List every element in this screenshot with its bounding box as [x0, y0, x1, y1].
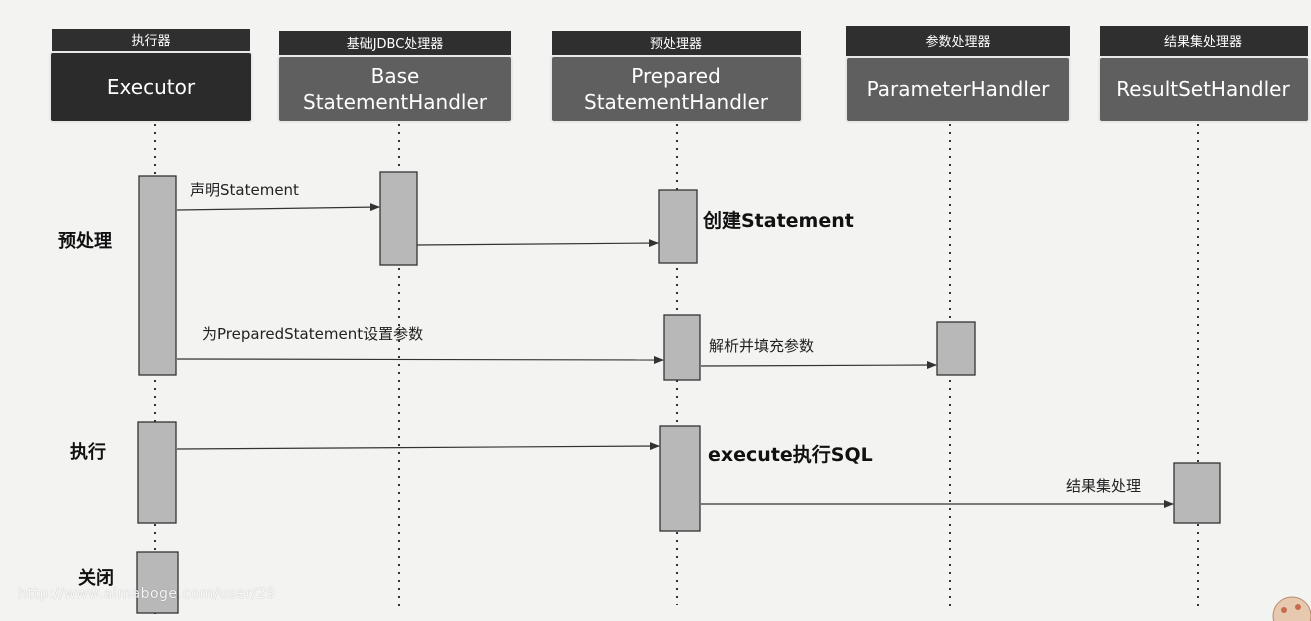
lane-label: 基础JDBC处理器	[347, 37, 444, 52]
lane-title-line-2: StatementHandler	[303, 90, 488, 114]
lane-title: Executor	[107, 75, 196, 99]
lane-label: 预处理器	[650, 37, 702, 52]
message-label-execute-sql: execute执行SQL	[708, 443, 873, 466]
lane-header-executor: 执行器 Executor	[49, 29, 253, 123]
lane-title-box	[277, 55, 513, 123]
lane-title: ResultSetHandler	[1116, 77, 1290, 101]
watermark-url: http://www.aimaboge.com/user/29	[18, 586, 276, 602]
phase-label-close: 关闭	[78, 567, 114, 589]
lane-title-box	[1098, 56, 1310, 123]
arrow-declare-statement	[176, 203, 380, 212]
activations	[136, 171, 1221, 614]
message-label-set-params: 为PreparedStatement设置参数	[202, 325, 423, 343]
arrow-set-params	[176, 355, 664, 364]
phase-label-execute: 执行	[70, 441, 106, 463]
lane-label-box	[1100, 26, 1308, 56]
lane-title-box	[550, 55, 803, 123]
lane-title-line-1: Prepared	[631, 64, 721, 88]
lane-title-box	[845, 56, 1071, 123]
arrow-execute	[176, 442, 660, 451]
arrow-parse-fill-params	[700, 361, 937, 370]
lane-header-prepared-statement-handler: 预处理器 Prepared StatementHandler	[550, 31, 803, 123]
activation-result-set-handler	[1173, 462, 1221, 524]
lane-label: 参数处理器	[925, 34, 990, 50]
lane-label: 执行器	[131, 34, 170, 49]
lane-title: ParameterHandler	[867, 77, 1051, 101]
lane-label-box	[52, 29, 250, 51]
activation-parameter-handler	[936, 321, 976, 376]
message-label-result-set-handling: 结果集处理	[1066, 477, 1141, 495]
lane-header-result-set-handler: 结果集处理器 ResultSetHandler	[1098, 26, 1310, 123]
message-label-create-statement: 创建Statement	[702, 209, 854, 232]
message-label-parse-fill-params: 解析并填充参数	[709, 337, 814, 355]
lane-header-parameter-handler: 参数处理器 ParameterHandler	[845, 26, 1071, 123]
activation-executor-prepare	[138, 175, 177, 376]
activation-executor-execute	[137, 421, 177, 524]
lane-title-box	[49, 51, 253, 123]
activation-prepared-handler-execute	[659, 425, 701, 532]
messages	[176, 203, 1174, 508]
lane-label-box	[552, 31, 801, 55]
avatar	[1272, 596, 1311, 621]
message-label-declare-statement: 声明Statement	[190, 181, 299, 199]
lane-title-line-2: StatementHandler	[584, 90, 769, 114]
lane-label: 结果集处理器	[1164, 34, 1242, 50]
phase-label-prepare: 预处理	[58, 230, 112, 252]
activation-base-handler	[379, 171, 418, 266]
activation-prepared-handler-create	[658, 189, 698, 264]
lane-label-box	[279, 31, 511, 55]
lane-title-line-1: Base	[371, 64, 420, 88]
arrow-create-statement	[416, 239, 659, 248]
lane-header-base-statement-handler: 基础JDBC处理器 Base StatementHandler	[277, 31, 513, 123]
activation-executor-close	[136, 551, 179, 614]
lane-label-box	[846, 26, 1070, 56]
activation-prepared-handler-params	[663, 314, 701, 381]
